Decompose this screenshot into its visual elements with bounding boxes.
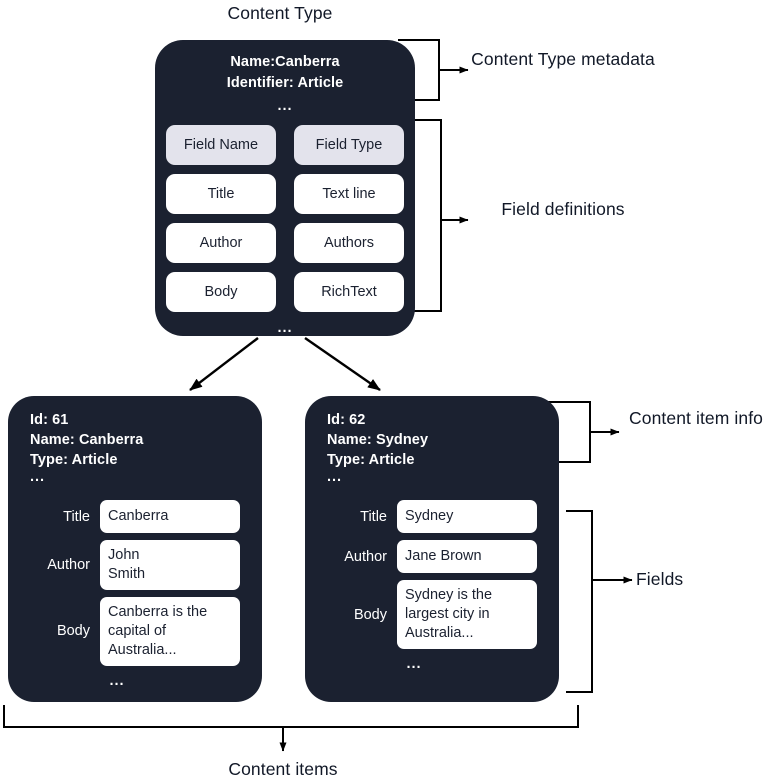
field-type-body: RichText — [294, 271, 404, 312]
field-label-body: Body — [56, 623, 90, 640]
content-item-info-ellipsis: ... — [30, 469, 46, 486]
field-type-author: Authors — [294, 222, 404, 263]
content-item-card-sydney: Id: 62 Name: Sydney Type: Article ... Ti… — [305, 396, 559, 702]
label-content-items: Content items — [228, 759, 338, 779]
column-header-field-type: Field Type — [294, 124, 404, 165]
bracket-content-items — [3, 705, 579, 728]
bracket-fields — [566, 510, 593, 693]
content-type-card: Name:Canberra Identifier: Article ... Fi… — [155, 40, 415, 336]
field-label-author: Author — [344, 548, 387, 565]
arrow-to-content-item-1 — [304, 337, 381, 391]
content-item-type: Type: Article — [327, 452, 415, 469]
arrow-to-content-item-0 — [189, 337, 259, 391]
content-item-fields-ellipsis: ... — [406, 655, 422, 672]
content-item-field-row: Author John Smith — [8, 540, 250, 591]
content-item-type: Type: Article — [30, 452, 118, 469]
label-fields: Fields — [636, 569, 684, 589]
content-item-id: Id: 61 — [30, 412, 69, 428]
content-item-info-ellipsis: ... — [327, 469, 343, 486]
label-content-type-metadata: Content Type metadata — [471, 49, 655, 69]
field-table-row: Body RichText — [166, 271, 404, 312]
field-table-header-row: Field Name Field Type — [166, 124, 404, 165]
field-label-body: Body — [353, 606, 387, 623]
field-value-title: Sydney — [397, 500, 537, 534]
content-item-fields-ellipsis: ... — [109, 672, 125, 689]
content-item-name: Name: Sydney — [327, 432, 429, 449]
field-table-row: Author Authors — [166, 222, 404, 263]
content-type-metadata-ellipsis: ... — [277, 98, 293, 115]
content-item-field-row: Author Jane Brown — [305, 540, 547, 574]
diagram-title: Content Type — [227, 3, 333, 23]
field-name-author: Author — [166, 222, 276, 263]
content-item-field-row: Title Canberra — [8, 500, 250, 534]
field-label-title: Title — [360, 508, 387, 525]
field-name-body: Body — [166, 271, 276, 312]
field-value-title: Canberra — [100, 500, 240, 534]
content-item-field-row: Body Canberra is the capital of Australi… — [8, 597, 250, 666]
content-type-identifier: Identifier: Article — [226, 75, 344, 92]
content-item-card-canberra: Id: 61 Name: Canberra Type: Article ... … — [8, 396, 262, 702]
field-table-row: Title Text line — [166, 173, 404, 214]
field-label-author: Author — [47, 557, 90, 574]
field-table-ellipsis: ... — [277, 319, 293, 336]
field-value-body: Sydney is the largest city in Australia.… — [397, 580, 537, 649]
field-type-title: Text line — [294, 173, 404, 214]
content-item-fields: Title Sydney Author Jane Brown Body Sydn… — [305, 500, 559, 649]
field-value-author: Jane Brown — [397, 540, 537, 574]
content-item-info-block: Id: 61 Name: Canberra Type: Article — [30, 396, 262, 470]
content-item-info-block: Id: 62 Name: Sydney Type: Article — [327, 396, 559, 470]
column-header-field-name: Field Name — [166, 124, 276, 165]
content-item-fields: Title Canberra Author John Smith Body Ca… — [8, 500, 262, 666]
field-name-title: Title — [166, 173, 276, 214]
field-definition-table: Field Name Field Type Title Text line Au… — [166, 124, 404, 312]
label-content-item-info: Content item info — [629, 408, 763, 428]
label-field-definitions: Field definitions — [501, 199, 625, 219]
field-value-author: John Smith — [100, 540, 240, 591]
content-item-name: Name: Canberra — [30, 432, 144, 449]
bracket-field-definitions — [414, 119, 442, 312]
content-item-field-row: Title Sydney — [305, 500, 547, 534]
field-value-body: Canberra is the capital of Australia... — [100, 597, 240, 666]
content-type-name: Name:Canberra — [230, 54, 340, 70]
field-label-title: Title — [63, 508, 90, 525]
content-item-id: Id: 62 — [327, 412, 366, 428]
content-item-field-row: Body Sydney is the largest city in Austr… — [305, 580, 547, 649]
